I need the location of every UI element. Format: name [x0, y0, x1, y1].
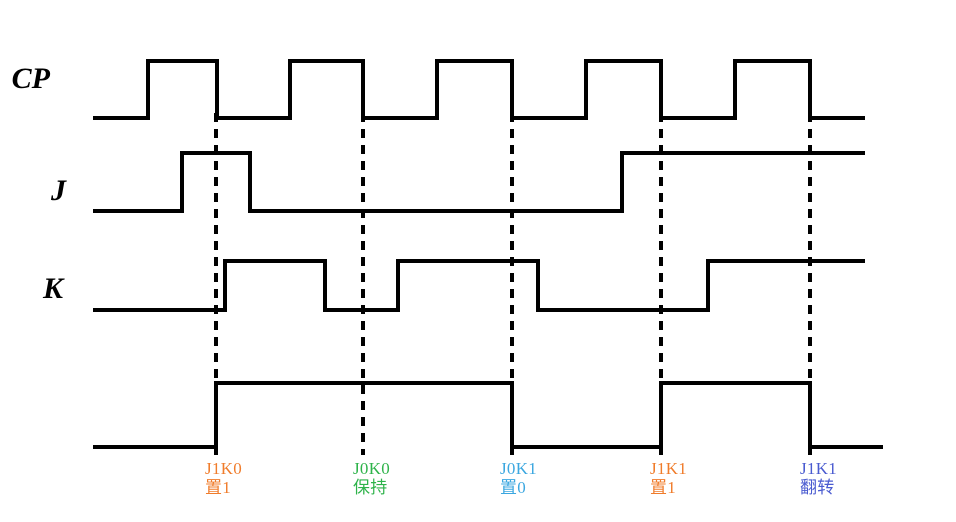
waveform-cp [93, 59, 865, 120]
event-action: 置1 [205, 478, 232, 497]
waveform-q [93, 381, 883, 449]
event-annotation-2: J0K0 保持 [353, 459, 390, 497]
event-condition: J0K0 [353, 459, 391, 478]
event-condition: J1K1 [650, 459, 688, 478]
event-condition: J1K1 [800, 459, 838, 478]
event-annotation-4: J1K1 置1 [650, 459, 687, 497]
signal-label-j: J [51, 174, 66, 207]
signal-label-k: K [42, 272, 63, 305]
event-action: 保持 [353, 478, 388, 497]
event-condition: J0K1 [500, 459, 538, 478]
event-annotation-5: J1K1 翻转 [800, 459, 837, 497]
event-condition: J1K0 [205, 459, 243, 478]
event-annotation-3: J0K1 置0 [500, 459, 537, 497]
event-action: 置1 [650, 478, 677, 497]
signal-label-cp: CP [11, 62, 50, 95]
event-action: 翻转 [800, 478, 835, 497]
waveform-traces [93, 59, 883, 449]
event-action: 置0 [500, 478, 527, 497]
waveform-k [93, 259, 865, 312]
clock-edge-markers [214, 113, 812, 455]
event-annotation-1: J1K0 置1 [205, 459, 242, 497]
waveform-j [93, 151, 865, 213]
